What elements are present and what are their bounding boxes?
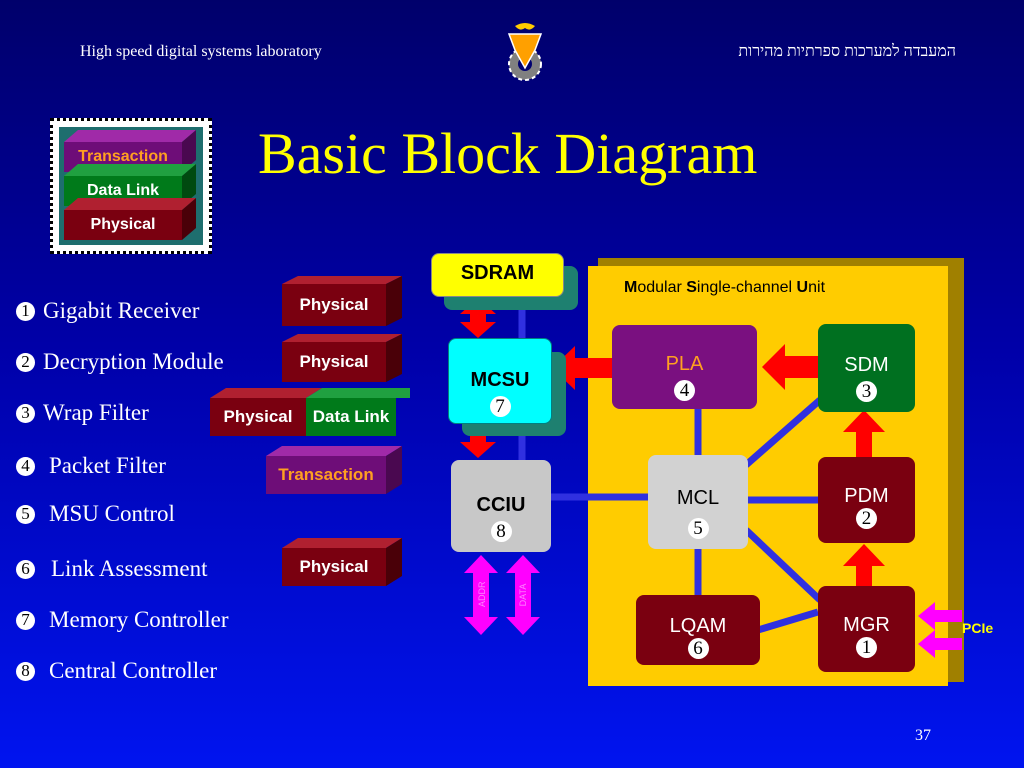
item-label: Central Controller xyxy=(49,658,217,683)
cciu-label: CCIU xyxy=(476,494,526,516)
layer-tag-physical: Physical xyxy=(299,352,369,371)
item-label: Link Assessment xyxy=(51,556,208,581)
pla-number: 4 xyxy=(674,380,695,401)
mcsu-label: MCSU xyxy=(470,369,530,391)
mgr-label: MGR xyxy=(843,614,890,636)
item-number: 7 xyxy=(16,610,35,630)
item-number: 4 xyxy=(16,456,35,476)
layer-tag-physical: Physical xyxy=(223,407,293,426)
list-item: 6 Link Assessment xyxy=(16,554,208,584)
legend-data-link: Data Link xyxy=(86,182,159,199)
legend-physical: Physical xyxy=(90,216,156,233)
sdram-block: SDRAM xyxy=(431,253,564,297)
item-number: 6 xyxy=(16,559,35,579)
layer-tag-physical: Physical xyxy=(299,557,369,576)
page-title: Basic Block Diagram xyxy=(258,121,758,186)
list-item: 4 Packet Filter xyxy=(16,451,166,481)
header-lab-name-hebrew: המעבדה למערכות ספרתיות מהירות xyxy=(738,43,956,60)
addr-bus-arrow xyxy=(464,555,498,635)
list-item: 8 Central Controller xyxy=(16,656,217,686)
cciu-block: CCIU 8 xyxy=(451,460,551,552)
pdm-block: PDM 2 xyxy=(818,457,915,543)
mcl-label: MCL xyxy=(676,487,720,509)
mcl-block: MCL 5 xyxy=(648,455,748,549)
item-label: Gigabit Receiver xyxy=(43,298,200,323)
pcie-arrows xyxy=(918,602,962,658)
pcie-label: PCIe xyxy=(962,620,994,636)
msu-title: Modular Single-channel Unit xyxy=(624,279,826,296)
mgr-block: MGR 1 xyxy=(818,586,915,672)
list-item: 5 MSU Control xyxy=(16,499,175,529)
item-number: 8 xyxy=(16,661,35,681)
legend-layer-stack xyxy=(64,130,196,240)
legend-transaction: Transaction xyxy=(78,148,168,165)
item-label: Packet Filter xyxy=(49,453,166,478)
item-number: 3 xyxy=(16,403,35,423)
item-number: 5 xyxy=(16,504,35,524)
item-label: MSU Control xyxy=(49,501,175,526)
technion-logo xyxy=(507,23,543,81)
list-item: 1 Gigabit Receiver xyxy=(16,296,199,326)
layer-tag-transaction: Transaction xyxy=(278,465,374,484)
list-item: 3 Wrap Filter xyxy=(16,398,149,428)
mcsu-number: 7 xyxy=(489,396,511,417)
mcsu-block: MCSU 7 xyxy=(448,338,552,424)
data-label: DATA xyxy=(518,583,528,607)
mcsu-cciu-arrow xyxy=(460,428,496,458)
pla-mcsu-arrow xyxy=(552,346,612,390)
sdm-block: SDM 3 xyxy=(818,324,915,412)
lqam-block: LQAM 6 xyxy=(636,595,760,665)
header-lab-name: High speed digital systems laboratory xyxy=(80,43,322,60)
pla-label: PLA xyxy=(665,353,704,375)
item-number: 1 xyxy=(16,301,35,321)
sdm-number: 3 xyxy=(856,381,877,402)
list-item: 7 Memory Controller xyxy=(16,605,229,635)
item-label: Memory Controller xyxy=(49,607,229,632)
pla-block: PLA 4 xyxy=(612,325,757,409)
slide-number: 37 xyxy=(915,727,931,744)
layer-tag-data-link: Data Link xyxy=(312,407,390,426)
sdram-label: SDRAM xyxy=(460,262,535,284)
pdm-sdm-arrow xyxy=(843,410,885,458)
lqam-number: 6 xyxy=(687,638,709,659)
cciu-number: 8 xyxy=(490,521,512,542)
layer-tag-physical: Physical xyxy=(299,295,369,314)
lqam-label: LQAM xyxy=(669,615,727,637)
data-bus-arrow xyxy=(506,555,540,635)
item-label: Decryption Module xyxy=(43,349,224,374)
layer-tags xyxy=(210,276,410,586)
mcl-number: 5 xyxy=(687,518,709,539)
addr-label: ADDR xyxy=(477,581,487,607)
pdm-label: PDM xyxy=(844,485,889,507)
pdm-number: 2 xyxy=(856,508,877,529)
sdm-pla-arrow xyxy=(762,344,818,390)
item-number: 2 xyxy=(16,352,35,372)
sdm-label: SDM xyxy=(844,354,889,376)
item-label: Wrap Filter xyxy=(43,400,149,425)
mgr-number: 1 xyxy=(856,637,877,658)
mgr-pdm-arrow xyxy=(843,544,885,586)
list-item: 2 Decryption Module xyxy=(16,347,224,377)
